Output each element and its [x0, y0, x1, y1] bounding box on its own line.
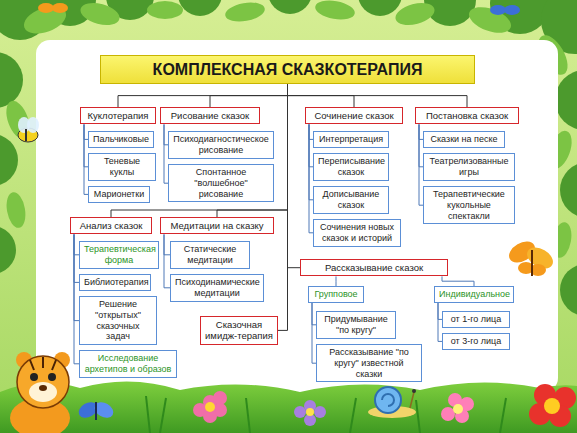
- connector-line: [288, 84, 301, 268]
- connector-line: [278, 84, 288, 330]
- node-text: от 3-го лица: [447, 336, 505, 347]
- butterfly: [76, 399, 116, 421]
- connector-line: [118, 84, 288, 107]
- flower: [529, 384, 576, 427]
- category-box: Анализ сказок: [70, 217, 152, 234]
- node-text: Психодиагностическое рисование: [173, 134, 269, 156]
- node-text: Рассказывание "по кругу" известной сказк…: [321, 347, 417, 379]
- item-box: Интерпретация: [313, 131, 389, 148]
- flower: [294, 400, 326, 426]
- title-banner: КОМПЛЕКСНАЯ СКАЗКОТЕРАПИЯ: [100, 55, 475, 84]
- node-text: Терапевтические кукольные спектакли: [428, 189, 510, 221]
- grass: [0, 381, 577, 433]
- node-text: Сочинения новых сказок и историй: [318, 222, 396, 244]
- category-box: Сказочная имидж-терапия: [200, 316, 278, 345]
- item-box: Спонтанное "волшебное" рисование: [168, 164, 274, 202]
- item-box: Групповое: [308, 286, 364, 303]
- item-box: Терапевтические кукольные спектакли: [423, 186, 515, 224]
- item-box: от 3-го лица: [442, 333, 510, 350]
- node-text: Рисование сказок: [165, 110, 255, 121]
- snail: [368, 387, 416, 418]
- category-box: Постановка сказок: [415, 107, 519, 124]
- item-box: Дописывание сказок: [313, 186, 389, 214]
- bee: [18, 117, 39, 142]
- item-box: Марионетки: [88, 186, 150, 203]
- item-box: Теневые куклы: [88, 153, 156, 181]
- node-text: Групповое: [313, 289, 359, 300]
- node-text: Сказки на песке: [428, 134, 500, 145]
- item-box: Статические медитации: [170, 241, 250, 269]
- item-box: Психодиагностическое рисование: [168, 131, 274, 159]
- category-box: Медитации на сказку: [160, 217, 274, 234]
- tiger: [10, 352, 70, 433]
- node-text: Анализ сказок: [75, 220, 147, 231]
- connector-line: [336, 276, 337, 286]
- node-text: Терапевтическая форма: [84, 244, 154, 266]
- node-text: Рассказывание сказок: [305, 262, 443, 273]
- node-text: Пальчиковые: [93, 134, 149, 145]
- butterfly: [505, 237, 556, 276]
- butterfly: [38, 3, 520, 15]
- item-box: Решение "открытых" сказочных задач: [79, 296, 157, 345]
- item-box: Терапевтическая форма: [79, 241, 159, 269]
- connector-line: [210, 84, 288, 107]
- item-box: Индивидуальное: [434, 286, 514, 303]
- node-text: Индивидуальное: [439, 289, 509, 300]
- item-box: Придумывание "по кругу": [316, 311, 396, 339]
- node-text: Марионетки: [93, 189, 145, 200]
- white-panel: [36, 40, 558, 392]
- item-box: Пальчиковые: [88, 131, 154, 148]
- item-box: Сочинения новых сказок и историй: [313, 219, 401, 247]
- node-text: Театрелизованные игры: [428, 156, 510, 178]
- category-box: Куклотерапия: [80, 107, 156, 124]
- item-box: Исследование архетипов и образов: [79, 350, 177, 378]
- node-text: Статические медитации: [175, 244, 245, 266]
- node-text: Куклотерапия: [85, 110, 151, 121]
- node-text: Интерпретация: [318, 134, 384, 145]
- flower: [441, 393, 474, 423]
- category-box: Рисование сказок: [160, 107, 260, 124]
- node-text: Сочинение сказок: [310, 110, 398, 121]
- node-text: Библиотерапия: [84, 277, 146, 288]
- node-text: Придумывание "по кругу": [321, 314, 391, 336]
- item-box: Театрелизованные игры: [423, 153, 515, 181]
- item-box: Библиотерапия: [79, 274, 151, 291]
- node-text: от 1-го лица: [447, 314, 505, 325]
- item-box: Рассказывание "по кругу" известной сказк…: [316, 344, 422, 382]
- item-box: Психодинамические медитации: [170, 274, 264, 302]
- item-box: Сказки на песке: [423, 131, 505, 148]
- node-text: Дописывание сказок: [318, 189, 384, 211]
- node-text: Спонтанное "волшебное" рисование: [173, 167, 269, 199]
- node-text: Переписывание сказок: [318, 156, 384, 178]
- node-text: Постановка сказок: [420, 110, 514, 121]
- node-text: Медитации на сказку: [165, 220, 269, 231]
- node-text: КОМПЛЕКСНАЯ СКАЗКОТЕРАПИЯ: [107, 60, 468, 79]
- node-text: Сказочная имидж-терапия: [205, 319, 273, 342]
- node-text: Теневые куклы: [93, 156, 151, 178]
- item-box: Переписывание сказок: [313, 153, 389, 181]
- node-text: Исследование архетипов и образов: [84, 353, 172, 375]
- flower: [193, 391, 227, 423]
- node-text: Психодинамические медитации: [175, 277, 259, 299]
- connector-line: [288, 84, 468, 107]
- category-box: Рассказывание сказок: [300, 259, 448, 276]
- node-text: Решение "открытых" сказочных задач: [84, 299, 152, 342]
- connector-line: [442, 276, 474, 286]
- item-box: от 1-го лица: [442, 311, 510, 328]
- category-box: Сочинение сказок: [305, 107, 403, 124]
